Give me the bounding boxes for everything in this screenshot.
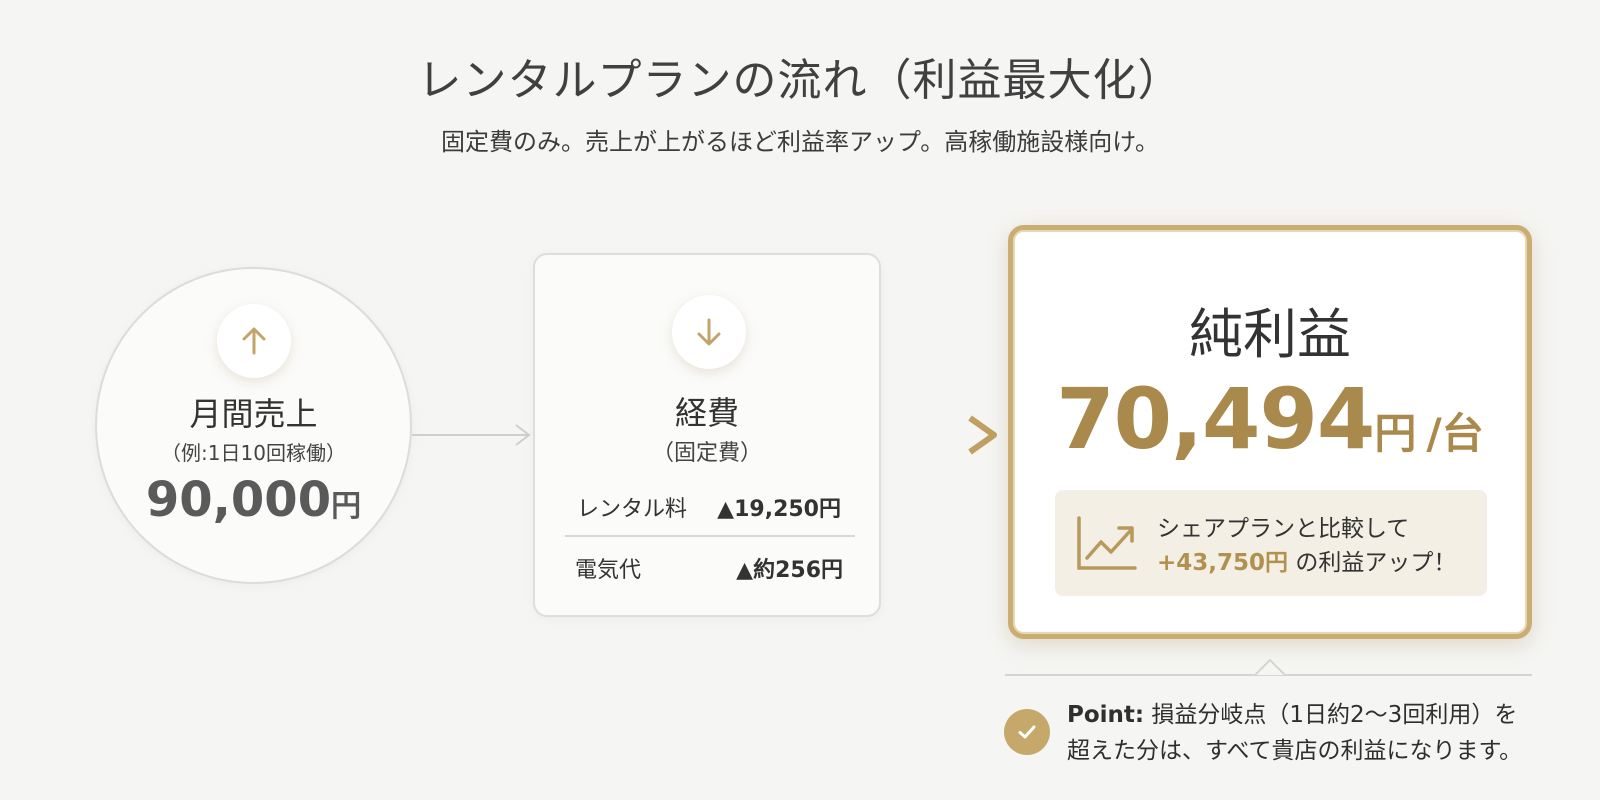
expense-title: 経費 [674, 394, 739, 432]
expense-row-value: ▲19,250円 [717, 497, 841, 522]
expense-row-rental: レンタル料 ▲19,250円 [577, 491, 841, 523]
profit-node: 純利益 70,494円/台 シェアプランと比較して +43,750円 の利益アッ… [1008, 225, 1532, 639]
point-line-2: 超えた分は、すべて貴店の利益になります。 [1067, 738, 1523, 764]
point-lead: Point: [1067, 702, 1145, 728]
expense-row-value: ▲約256円 [736, 558, 843, 583]
profit-unit: 円 [1374, 409, 1417, 458]
revenue-note: （例:1日10回稼働） [161, 441, 346, 465]
revenue-node: 月間売上 （例:1日10回稼働） 90,000円 [95, 267, 412, 584]
comparison-gain: +43,750円 [1157, 550, 1289, 576]
expense-row-label: レンタル料 [577, 497, 688, 522]
profit-amount: 70,494 [1056, 370, 1375, 468]
comparison-line-2-rest: の利益アップ！ [1288, 550, 1457, 576]
flow-arrow-2 [882, 415, 997, 455]
point-note: Point: 損益分岐点（1日約2〜3回利用）を 超えた分は、すべて貴店の利益に… [1067, 697, 1522, 769]
page-subtitle: 固定費のみ。売上が上がるほど利益率アップ。高稼働施設様向け。 [440, 128, 1160, 156]
comparison-line-1: シェアプランと比較して [1157, 516, 1410, 542]
page-title: レンタルプランの流れ（利益最大化） [417, 55, 1183, 106]
profit-title: 純利益 [1189, 303, 1351, 366]
profit-per-unit: /台 [1426, 409, 1484, 458]
trending-up-chart-icon [1077, 516, 1137, 570]
flow-arrow-1 [412, 424, 531, 446]
divider [565, 535, 855, 537]
divider-notch [1255, 658, 1285, 676]
arrow-down-icon [672, 295, 746, 369]
revenue-label: 月間売上 [189, 395, 318, 433]
expense-row-electricity: 電気代 ▲約256円 [575, 552, 843, 584]
comparison-text: シェアプランと比較して +43,750円 の利益アップ！ [1157, 512, 1456, 580]
profit-value: 70,494円/台 [1013, 370, 1527, 468]
revenue-value: 90,000円 [97, 472, 410, 528]
comparison-callout: シェアプランと比較して +43,750円 の利益アップ！ [1055, 490, 1487, 596]
expense-subtitle: （固定費） [651, 441, 762, 466]
arrow-up-icon [217, 304, 291, 378]
expense-node: 経費 （固定費） レンタル料 ▲19,250円 電気代 ▲約256円 [533, 253, 881, 617]
comparison-line-2: +43,750円 の利益アップ！ [1157, 546, 1456, 580]
revenue-unit: 円 [331, 489, 362, 524]
expense-row-label: 電気代 [575, 558, 642, 583]
point-line-1: Point: 損益分岐点（1日約2〜3回利用）を [1067, 697, 1522, 733]
check-icon [1004, 709, 1050, 755]
revenue-amount: 90,000 [145, 472, 332, 528]
point-line-1-text: 損益分岐点（1日約2〜3回利用）を [1144, 702, 1518, 728]
